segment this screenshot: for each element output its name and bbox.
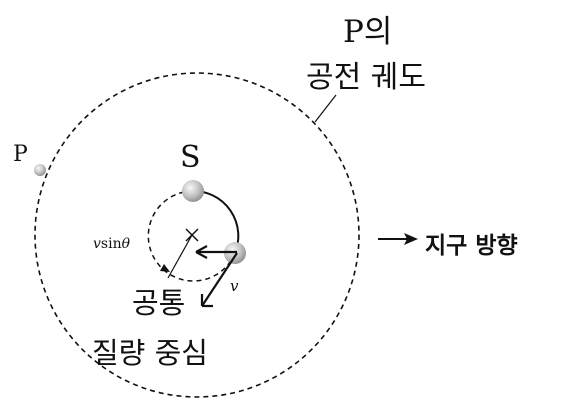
orbit-title: P의 bbox=[343, 14, 393, 50]
center-of-mass-label-line-2: 질량 중심 bbox=[92, 336, 208, 370]
center-of-mass-label: 공통 bbox=[132, 286, 186, 320]
planet-sphere bbox=[34, 164, 46, 176]
vsin-theta-label: vsinθ bbox=[93, 236, 130, 252]
star-label: S bbox=[180, 140, 201, 175]
planet-label: P bbox=[13, 142, 28, 167]
orbit-label-pointer bbox=[314, 94, 337, 123]
earth-direction-label: 지구 방향 bbox=[425, 233, 518, 259]
vsin-theta: θ bbox=[121, 236, 131, 252]
planet-orbit bbox=[34, 72, 360, 398]
star-sphere-top bbox=[182, 180, 204, 202]
orbit-title-line-2: 공전 궤도 bbox=[306, 60, 426, 95]
velocity-arrow-icon bbox=[195, 245, 238, 308]
vsin-leader bbox=[167, 234, 193, 279]
orbit-direction-arrowhead bbox=[160, 264, 170, 272]
star-orbit-dashed bbox=[147, 190, 236, 282]
star-orbit-solid bbox=[192, 189, 240, 254]
velocity-label: v bbox=[230, 277, 239, 295]
vsin-v: v bbox=[93, 236, 101, 252]
vsin-func: sin bbox=[100, 236, 122, 252]
right-arrow-icon bbox=[378, 233, 418, 245]
